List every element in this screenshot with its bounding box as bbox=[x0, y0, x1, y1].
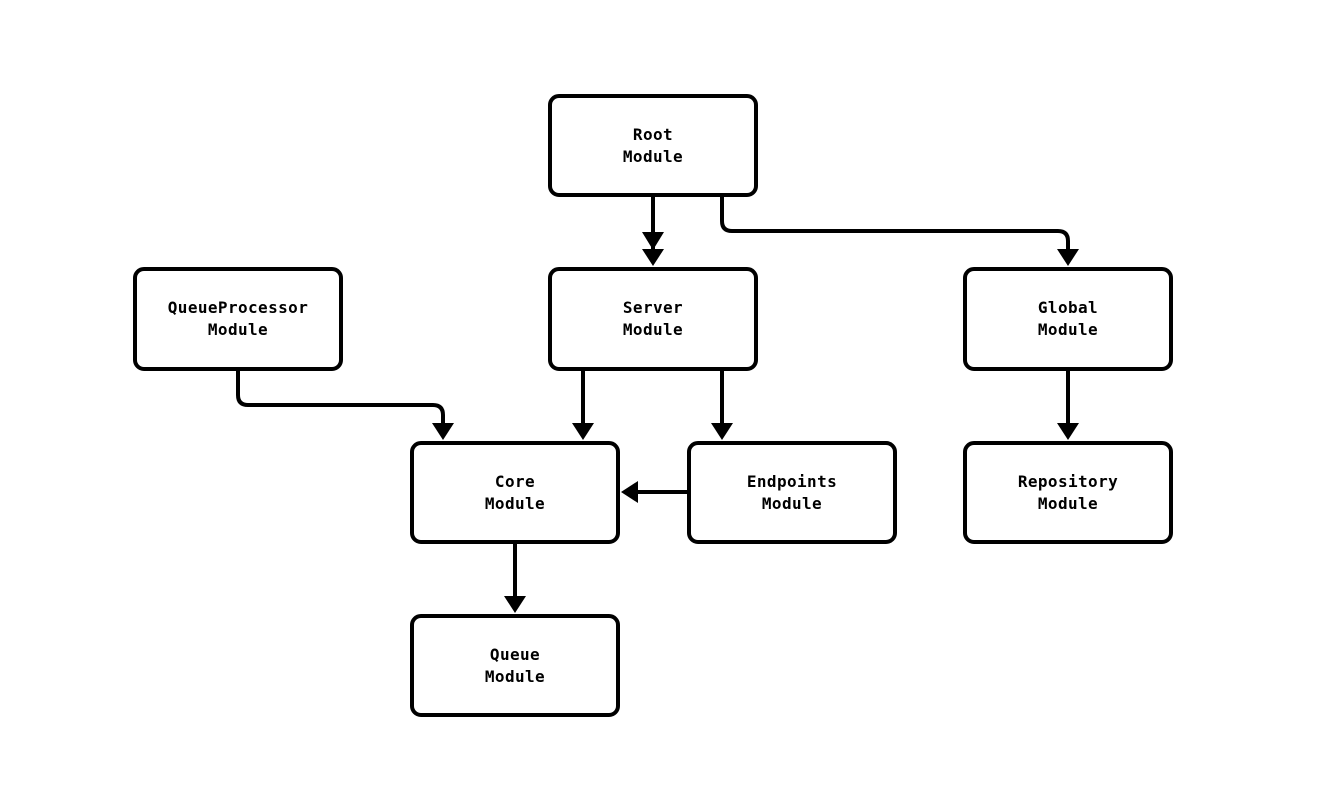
node-endpoints[interactable]: Endpoints Module bbox=[687, 441, 897, 544]
node-queueprocessor[interactable]: QueueProcessor Module bbox=[133, 267, 343, 371]
node-queue-label-line1: Queue bbox=[489, 644, 541, 664]
node-repository-label-line1: Repository bbox=[1017, 471, 1119, 491]
node-root-label-line1: Root bbox=[632, 124, 674, 144]
node-repository[interactable]: Repository Module bbox=[963, 441, 1173, 544]
edge-server-to-endpoints-head bbox=[711, 423, 733, 440]
node-endpoints-label-line2: Module bbox=[761, 493, 823, 513]
node-server[interactable]: Server Module bbox=[548, 267, 758, 371]
edge-core-to-queue-head bbox=[504, 596, 526, 613]
node-queueprocessor-label-line2: Module bbox=[207, 320, 269, 339]
node-core[interactable]: Core Module bbox=[410, 441, 620, 544]
edge-root-to-global bbox=[720, 197, 1070, 249]
node-core-label-line1: Core bbox=[494, 471, 536, 491]
node-core-label-line2: Module bbox=[484, 493, 546, 513]
node-repository-label-line2: Module bbox=[1037, 493, 1099, 513]
edge-queueprocessor-to-core bbox=[236, 371, 445, 423]
node-endpoints-label-line1: Endpoints bbox=[746, 471, 838, 491]
edge-root-to-server-head bbox=[642, 249, 664, 266]
edge-server-to-core-head bbox=[572, 423, 594, 440]
node-global[interactable]: Global Module bbox=[963, 267, 1173, 371]
node-queueprocessor-label-line1: QueueProcessor bbox=[167, 298, 309, 317]
node-root[interactable]: Root Module bbox=[548, 94, 758, 197]
edge-endpoints-to-core-head bbox=[621, 481, 638, 503]
edge-root-to-global-head bbox=[1057, 249, 1079, 266]
edge-queueprocessor-to-core-head bbox=[432, 423, 454, 440]
node-global-label-line1: Global bbox=[1037, 298, 1099, 317]
node-queue[interactable]: Queue Module bbox=[410, 614, 620, 717]
node-queue-label-line2: Module bbox=[484, 666, 546, 686]
node-root-label-line2: Module bbox=[622, 146, 684, 166]
node-server-label-line1: Server bbox=[622, 298, 684, 317]
node-global-label-line2: Module bbox=[1037, 320, 1099, 339]
edge-global-to-repository-head bbox=[1057, 423, 1079, 440]
node-server-label-line2: Module bbox=[622, 320, 684, 339]
